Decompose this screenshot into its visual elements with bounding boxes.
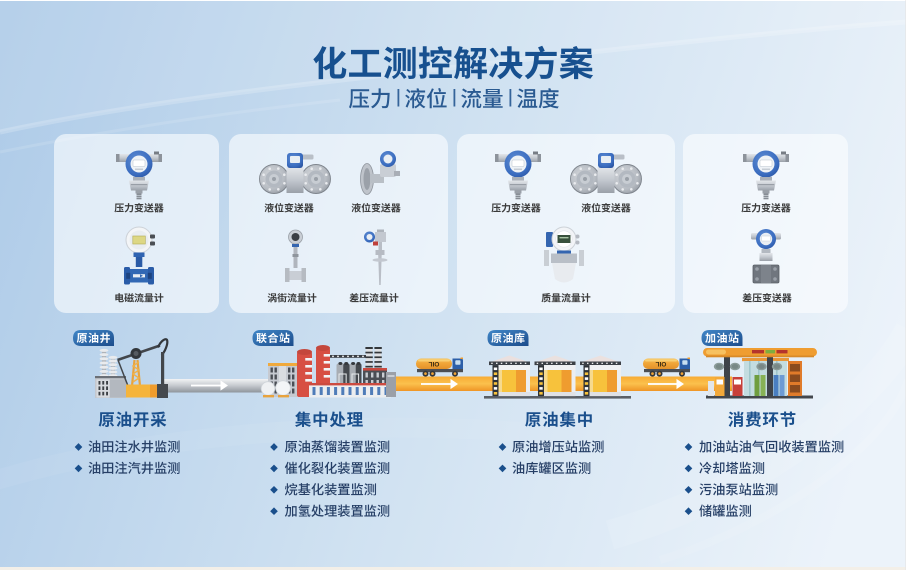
svg-text:OIL: OIL [656,360,667,367]
svg-text:OIL: OIL [429,360,440,367]
